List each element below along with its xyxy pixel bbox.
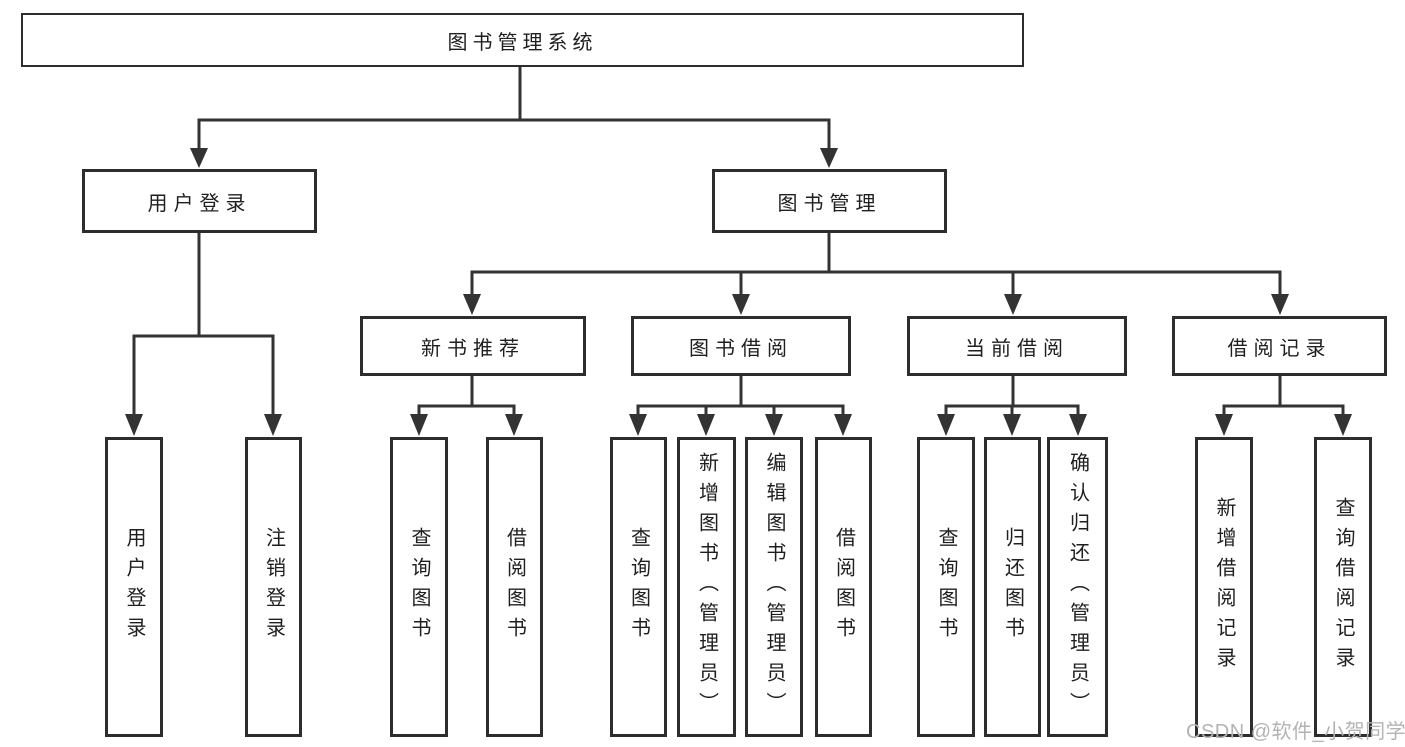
node-user-login: 用户登录 — [82, 169, 317, 233]
leaf-label: 查询图书 — [935, 527, 957, 647]
leaf-label: 归还图书 — [1001, 527, 1024, 647]
node-leaf-borrow-books-recommend: 借阅图书 — [486, 437, 543, 737]
connector-user-login-children — [125, 231, 282, 436]
node-leaf-return-books: 归还图书 — [984, 437, 1041, 737]
node-borrow-records: 借阅记录 — [1172, 316, 1387, 376]
csdn-watermark: CSDN @软件_小贺同学 — [1186, 721, 1405, 743]
connector-borrow-records-children — [1215, 374, 1352, 436]
leaf-label: 用户登录 — [123, 527, 145, 647]
connector-root-to-level2 — [190, 65, 838, 168]
leaf-label: 新增借阅记录 — [1213, 497, 1235, 677]
node-leaf-query-borrow-record: 查询借阅记录 — [1314, 437, 1372, 737]
node-book-borrowing: 图书借阅 — [631, 316, 851, 376]
connector-book-mgmt-children — [463, 231, 1289, 315]
connector-new-books-children — [410, 374, 523, 436]
node-leaf-query-books-recommend: 查询图书 — [390, 437, 448, 737]
node-current-borrowing: 当前借阅 — [907, 316, 1127, 376]
node-leaf-confirm-return-admin: 确认归还（管理员） — [1047, 437, 1108, 737]
node-new-book-recommend: 新书推荐 — [360, 316, 586, 376]
leaf-label: 新增图书（管理员） — [695, 452, 718, 722]
leaf-label: 借阅图书 — [503, 527, 526, 647]
node-leaf-borrow-books: 借阅图书 — [815, 437, 872, 737]
node-library-system: 图书管理系统 — [21, 13, 1024, 67]
leaf-label: 查询借阅记录 — [1332, 497, 1354, 677]
node-leaf-user-login: 用户登录 — [105, 437, 163, 737]
leaf-label: 编辑图书（管理员） — [763, 452, 785, 722]
node-leaf-edit-books-admin: 编辑图书（管理员） — [745, 437, 803, 737]
leaf-label: 借阅图书 — [832, 527, 855, 647]
leaf-label: 查询图书 — [408, 527, 430, 647]
node-leaf-add-books-admin: 新增图书（管理员） — [677, 437, 736, 737]
node-leaf-logout: 注销登录 — [245, 437, 302, 737]
node-leaf-add-borrow-record: 新增借阅记录 — [1195, 437, 1253, 737]
leaf-label: 注销登录 — [262, 527, 285, 647]
connector-current-borrow-children — [937, 374, 1087, 436]
node-leaf-query-books-current: 查询图书 — [917, 437, 975, 737]
node-leaf-query-books-borrow: 查询图书 — [610, 437, 667, 737]
leaf-label: 查询图书 — [627, 527, 650, 647]
node-book-management: 图书管理 — [712, 169, 947, 233]
leaf-label: 确认归还（管理员） — [1066, 452, 1089, 722]
connector-book-borrow-children — [629, 374, 852, 436]
